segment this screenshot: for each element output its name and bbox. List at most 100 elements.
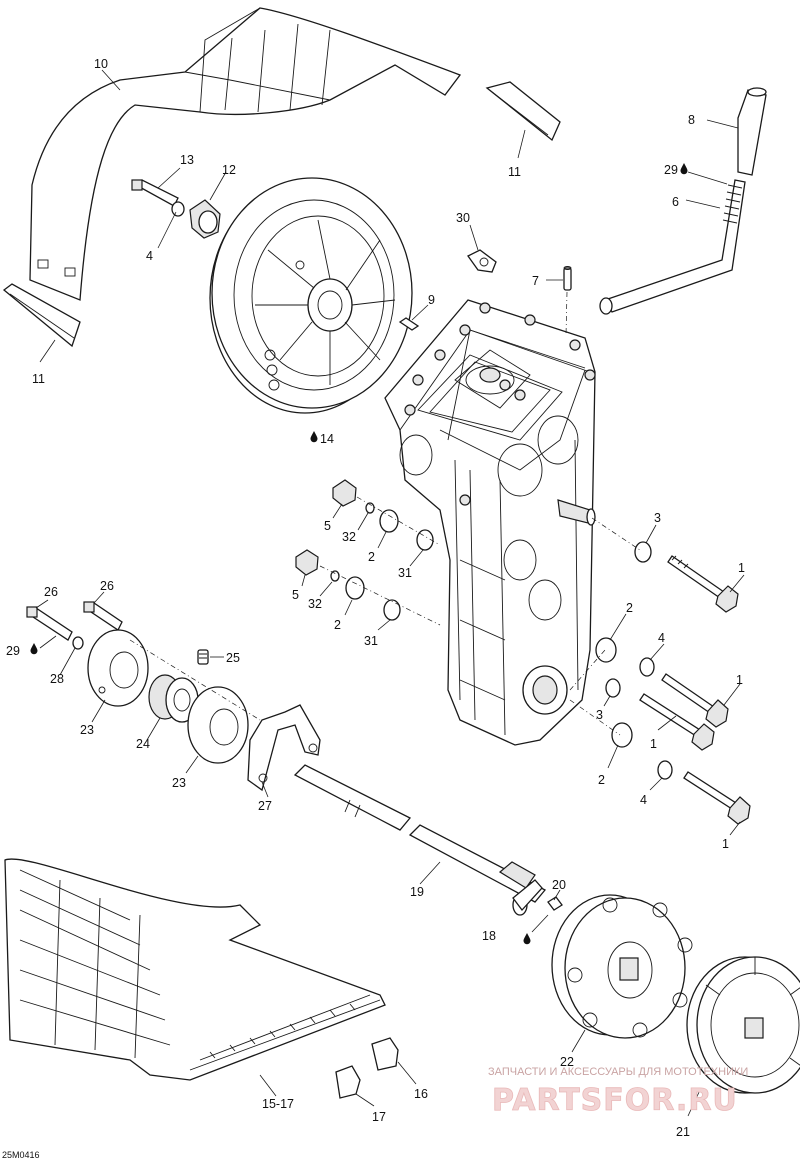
svg-text:21: 21 <box>676 1125 690 1139</box>
callout-30: 30 <box>456 211 479 251</box>
seal-washer-lower <box>383 599 401 621</box>
chaincase-cover <box>29 7 462 301</box>
callout-28: 28 <box>50 647 76 686</box>
callout-1-mid-b: 1 <box>650 715 677 751</box>
svg-text:PARTSFOR.RU: PARTSFOR.RU <box>492 1083 738 1118</box>
set-screw <box>197 649 209 665</box>
callout-15-17: 15-17 <box>259 1074 294 1111</box>
washer-2-lower <box>611 722 633 748</box>
cover-gasket-strip-left <box>2 283 81 348</box>
callout-11-top: 11 <box>508 129 526 179</box>
svg-text:28: 28 <box>50 672 64 686</box>
callout-4-top: 4 <box>146 211 177 263</box>
oil-drop-icon <box>30 643 38 655</box>
svg-text:14: 14 <box>320 432 334 446</box>
track-sprocket <box>551 894 693 1039</box>
callout-2-lower: 2 <box>334 599 353 632</box>
svg-text:19: 19 <box>410 885 424 899</box>
washer-3-lower <box>605 678 621 698</box>
svg-text:1: 1 <box>722 837 729 851</box>
bearing-bracket <box>247 704 321 792</box>
svg-text:17: 17 <box>372 1110 386 1124</box>
callout-8: 8 <box>688 113 739 129</box>
callout-4-lower-right: 4 <box>640 777 663 807</box>
track-clip-a <box>335 1065 361 1099</box>
svg-text:11: 11 <box>508 165 521 179</box>
svg-text:3: 3 <box>654 511 661 525</box>
callout-25: 25 <box>210 651 240 665</box>
callout-26-right: 26 <box>93 579 114 604</box>
svg-text:4: 4 <box>658 631 665 645</box>
dipstick-cap <box>737 87 767 176</box>
svg-text:1: 1 <box>736 673 743 687</box>
callout-7: 7 <box>532 274 563 288</box>
oil-drop-icon <box>523 933 531 945</box>
cover-bolt <box>131 179 179 207</box>
svg-text:10: 10 <box>94 57 108 71</box>
callout-24: 24 <box>136 717 161 751</box>
callout-26-left: 26 <box>35 585 58 609</box>
callout-5-upper: 5 <box>324 503 343 533</box>
callout-31-lower: 31 <box>364 619 391 648</box>
callout-3-lower: 3 <box>596 695 611 722</box>
track <box>4 858 386 1081</box>
svg-text:5: 5 <box>324 519 331 533</box>
oil-drop-icon <box>680 163 688 175</box>
svg-text:25: 25 <box>226 651 240 665</box>
svg-text:3: 3 <box>596 708 603 722</box>
callout-3-upper: 3 <box>645 511 661 544</box>
bearing-flange-inner <box>187 686 249 764</box>
washer-4-lower <box>657 760 673 780</box>
bearing-flange-outer <box>87 629 149 707</box>
drive-sprocket <box>209 177 413 414</box>
callout-29-top: 29 <box>664 163 728 185</box>
svg-text:26: 26 <box>44 585 58 599</box>
svg-text:ЗАПЧАСТИ И АКСЕССУАРЫ ДЛЯ МОТО: ЗАПЧАСТИ И АКСЕССУАРЫ ДЛЯ МОТОТЕХНИКИ <box>488 1066 748 1078</box>
callout-23-right: 23 <box>172 755 199 790</box>
svg-text:29: 29 <box>664 163 678 177</box>
callout-2-lower-right: 2 <box>598 744 619 787</box>
callout-32-upper: 32 <box>342 512 369 544</box>
idler-wheel <box>686 956 800 1094</box>
svg-text:23: 23 <box>80 723 94 737</box>
svg-text:18: 18 <box>482 929 496 943</box>
bolt-lower-right <box>683 771 751 825</box>
callout-9: 9 <box>411 293 435 321</box>
svg-text:1: 1 <box>650 737 657 751</box>
callout-32-lower: 32 <box>308 581 333 611</box>
svg-text:2: 2 <box>334 618 341 632</box>
bolt-mid-right-a <box>661 673 729 728</box>
track-clip-b <box>371 1037 399 1071</box>
callout-2-mid-right: 2 <box>609 601 633 641</box>
callout-20: 20 <box>552 878 566 901</box>
bolt-upper-right <box>667 555 739 613</box>
svg-text:13: 13 <box>180 153 194 167</box>
svg-text:11: 11 <box>32 372 45 386</box>
callout-19: 19 <box>410 861 441 899</box>
callout-1-upper: 1 <box>729 561 745 593</box>
callout-6: 6 <box>672 195 721 209</box>
callout-14: 14 <box>310 431 334 446</box>
gearbox-housing <box>384 299 596 746</box>
nut-upper <box>332 479 357 507</box>
watermark: ЗАПЧАСТИ И АКСЕССУАРЫ ДЛЯ МОТОТЕХНИКИ PA… <box>488 1066 748 1118</box>
axle-key <box>547 896 563 911</box>
svg-text:24: 24 <box>136 737 150 751</box>
bearing-bolt-left <box>26 606 73 641</box>
oil-drop-icon <box>310 431 318 443</box>
callout-17: 17 <box>355 1093 386 1124</box>
lockwasher-upper <box>365 502 375 514</box>
svg-text:20: 20 <box>552 878 566 892</box>
washer-2-mid <box>595 637 617 663</box>
svg-text:16: 16 <box>414 1087 428 1101</box>
callout-29-left: 29 <box>6 635 57 658</box>
svg-text:2: 2 <box>626 601 633 615</box>
callout-27: 27 <box>258 781 272 813</box>
callout-18: 18 <box>482 914 549 945</box>
cover-spacer <box>189 199 221 239</box>
output-shaft-spline <box>557 499 596 526</box>
callout-4-mid-right: 4 <box>649 631 665 661</box>
svg-text:15-17: 15-17 <box>262 1097 294 1111</box>
nut-lower <box>295 549 319 576</box>
callout-1-mid-a: 1 <box>723 673 743 706</box>
